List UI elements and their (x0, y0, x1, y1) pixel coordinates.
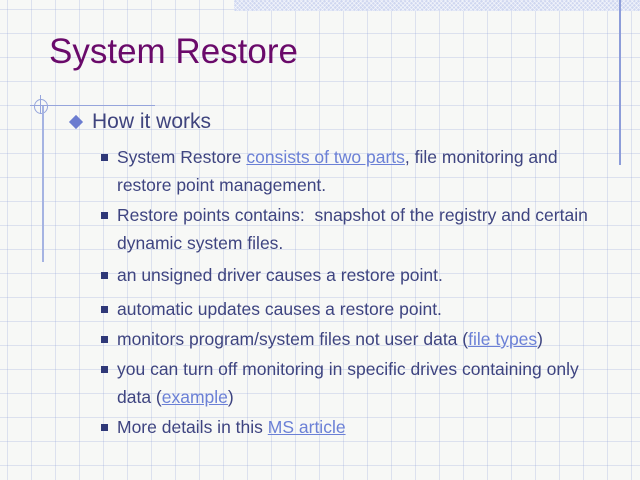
square-bullet-icon (101, 366, 108, 373)
bullet-text: System Restore (117, 147, 247, 167)
bullet-text: ) (537, 329, 543, 349)
bullet-item-more-details: More details in this MS article (101, 413, 607, 441)
section-heading-row: How it works (68, 109, 212, 135)
diamond-bullet-icon (68, 114, 84, 130)
bullet-item-turn-off-monitoring: you can turn off monitoring in specific … (101, 355, 607, 411)
bullet-text: ) (227, 387, 234, 407)
section-heading: How it works (92, 110, 212, 133)
square-bullet-icon (101, 272, 108, 279)
link-consists-of-two-parts[interactable]: consists of two parts (246, 147, 405, 167)
bullet-text: automatic updates causes a restore point… (117, 299, 442, 319)
top-accent-band (234, 0, 640, 11)
bullet-item-restore-points: Restore points contains: snapshot of the… (101, 201, 607, 257)
bullet-text: you can turn off monitoring in specific … (117, 359, 584, 407)
flourish-stub-line (40, 95, 41, 114)
bullet-list: System Restore consists of two parts, fi… (101, 143, 607, 443)
bullet-text: monitors program/system files not user d… (117, 329, 469, 349)
right-accent-line (619, 0, 621, 165)
flourish-vertical-line (42, 106, 44, 262)
bullet-item-consists: System Restore consists of two parts, fi… (101, 143, 607, 199)
link-example[interactable]: example (161, 387, 228, 407)
flourish-horizontal-line (30, 105, 155, 106)
square-bullet-icon (101, 336, 108, 343)
bullet-text: , file monitoring and restore point mana… (117, 147, 563, 195)
bullet-item-automatic-updates: automatic updates causes a restore point… (101, 295, 607, 323)
bullet-item-unsigned-driver: an unsigned driver causes a restore poin… (101, 261, 607, 289)
flourish-circle-icon (34, 99, 48, 114)
link-file-types[interactable]: file types (468, 329, 538, 349)
bullet-text: an unsigned driver causes a restore poin… (117, 265, 443, 285)
bullet-text: Restore points contains: snapshot of the… (117, 205, 593, 253)
square-bullet-icon (101, 212, 108, 219)
square-bullet-icon (101, 306, 108, 313)
bullet-text: More details in this (117, 417, 268, 437)
square-bullet-icon (101, 424, 108, 431)
link-ms-article[interactable]: MS article (267, 417, 346, 437)
square-bullet-icon (101, 154, 108, 161)
bullet-item-monitors-files: monitors program/system files not user d… (101, 325, 607, 353)
slide-title: System Restore (49, 32, 298, 71)
